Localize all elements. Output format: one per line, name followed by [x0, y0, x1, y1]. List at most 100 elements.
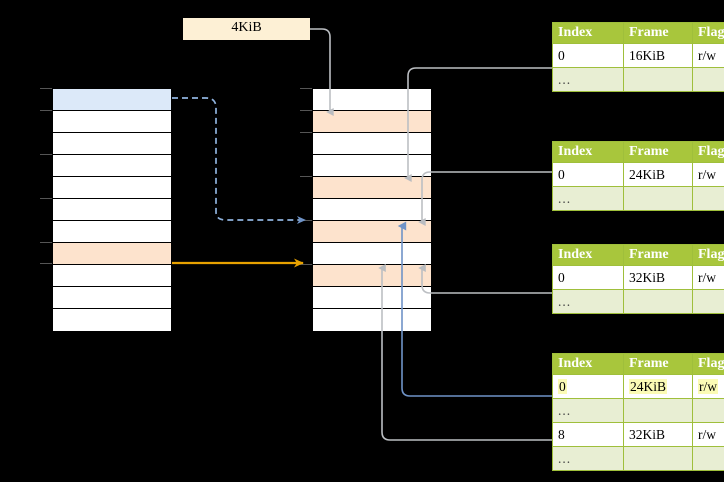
column-header-frame: Frame	[623, 244, 693, 266]
physical-row-row-10	[313, 309, 431, 331]
cell-index: ...	[552, 186, 624, 211]
highlighted-value: 0	[558, 378, 567, 394]
cell-index: 0	[552, 374, 624, 399]
physical-memory-ticks	[300, 88, 312, 330]
cell-frame: 32KiB	[623, 265, 693, 290]
table-header-row: IndexFrameFlags	[552, 244, 724, 266]
virtual-row-row-0	[53, 89, 171, 111]
physical-row-row-3	[313, 155, 431, 177]
column-header-flags: Flags	[692, 353, 724, 375]
cell-flags	[692, 67, 724, 92]
cell-index: ...	[552, 446, 624, 471]
column-header-index: Index	[552, 244, 624, 266]
column-header-index: Index	[552, 353, 624, 375]
cell-flags	[692, 398, 724, 423]
highlighted-value: 24KiB	[629, 378, 668, 394]
tick-mark	[40, 263, 52, 264]
cell-index: ...	[552, 398, 624, 423]
tick-mark	[300, 220, 312, 221]
column-header-flags: Flags	[692, 141, 724, 163]
table-row: ...	[552, 289, 724, 314]
virtual-row-row-8	[53, 265, 171, 287]
cell-index: 8	[552, 422, 624, 447]
cell-frame: 32KiB	[623, 422, 693, 447]
physical-row-row-1	[313, 111, 431, 133]
virtual-row-row-4	[53, 177, 171, 199]
cell-frame	[623, 446, 693, 471]
cell-flags: r/w	[692, 374, 724, 399]
cell-index: ...	[552, 289, 624, 314]
tick-mark	[300, 176, 312, 177]
cell-frame: 16KiB	[623, 43, 693, 68]
cell-flags: r/w	[692, 265, 724, 290]
virtual-row-row-10	[53, 309, 171, 331]
virtual-row-row-3	[53, 155, 171, 177]
physical-memory-column	[312, 88, 432, 331]
cell-frame	[623, 289, 693, 314]
physical-row-row-5	[313, 199, 431, 221]
physical-row-row-4	[313, 177, 431, 199]
tick-mark	[40, 154, 52, 155]
tick-mark	[40, 88, 52, 89]
cell-flags: r/w	[692, 43, 724, 68]
column-header-index: Index	[552, 22, 624, 44]
page-table-2: IndexFrameFlags024KiBr/w...	[552, 141, 724, 211]
table-header-row: IndexFrameFlags	[552, 353, 724, 375]
table-header-row: IndexFrameFlags	[552, 141, 724, 163]
page-table-4: IndexFrameFlags024KiBr/w...832KiBr/w...	[552, 353, 724, 471]
tick-mark	[40, 110, 52, 111]
table-row: ...	[552, 398, 724, 423]
physical-row-row-9	[313, 287, 431, 309]
column-header-frame: Frame	[623, 141, 693, 163]
highlighted-value: r/w	[698, 378, 718, 394]
physical-row-row-0	[313, 89, 431, 111]
column-header-flags: Flags	[692, 22, 724, 44]
tick-mark	[40, 242, 52, 243]
cell-index: 0	[552, 162, 624, 187]
tick-mark	[300, 88, 312, 89]
table-header-row: IndexFrameFlags	[552, 22, 724, 44]
cell-index: 0	[552, 265, 624, 290]
physical-row-row-8	[313, 265, 431, 287]
column-header-flags: Flags	[692, 244, 724, 266]
table-row: 0 24KiB r/w	[552, 374, 724, 399]
physical-row-row-2	[313, 133, 431, 155]
cell-flags: r/w	[692, 422, 724, 447]
cell-index: ...	[552, 67, 624, 92]
tick-mark	[300, 132, 312, 133]
cell-frame	[623, 398, 693, 423]
table-row: ...	[552, 67, 724, 92]
table-row: ...	[552, 186, 724, 211]
size-label-4kib: 4KiB	[183, 18, 310, 40]
virtual-address-space-column	[52, 88, 172, 331]
physical-row-row-7	[313, 243, 431, 265]
column-header-frame: Frame	[623, 353, 693, 375]
virtual-row-row-6	[53, 221, 171, 243]
virtual-row-row-7	[53, 243, 171, 265]
virtual-row-row-1	[53, 111, 171, 133]
cell-frame: 24KiB	[623, 162, 693, 187]
table-row: ...	[552, 446, 724, 471]
cell-flags	[692, 446, 724, 471]
cell-flags: r/w	[692, 162, 724, 187]
tick-mark	[40, 198, 52, 199]
physical-row-row-6	[313, 221, 431, 243]
page-table-1: IndexFrameFlags016KiBr/w...	[552, 22, 724, 92]
virtual-row-row-2	[53, 133, 171, 155]
cell-flags	[692, 186, 724, 211]
cell-frame	[623, 67, 693, 92]
virtual-row-row-5	[53, 199, 171, 221]
size-label-text: 4KiB	[231, 20, 262, 35]
cell-frame	[623, 186, 693, 211]
cell-index: 0	[552, 43, 624, 68]
virtual-row-row-9	[53, 287, 171, 309]
page-table-3: IndexFrameFlags032KiBr/w...	[552, 244, 724, 314]
column-header-index: Index	[552, 141, 624, 163]
column-header-frame: Frame	[623, 22, 693, 44]
tick-mark	[300, 264, 312, 265]
